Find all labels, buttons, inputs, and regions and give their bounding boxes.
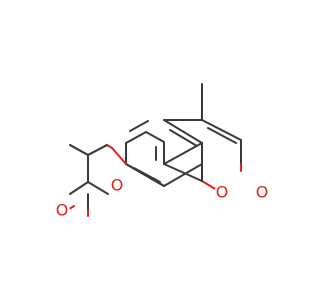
bond <box>201 119 242 141</box>
svg-text:O: O <box>111 176 124 195</box>
bond <box>169 129 198 147</box>
bond <box>129 120 149 132</box>
ring-oxygen-label: O <box>214 183 230 202</box>
bond <box>69 181 89 195</box>
bond <box>145 131 165 143</box>
ether-oxygen-label: O <box>109 176 125 195</box>
bond <box>163 142 203 165</box>
bond <box>69 144 89 156</box>
bond <box>163 163 203 187</box>
bond <box>87 181 109 195</box>
bond <box>111 147 127 165</box>
bond <box>125 163 165 187</box>
structure-diagram: O O O O <box>54 83 270 220</box>
bond <box>163 163 203 182</box>
bond <box>87 144 108 156</box>
carbonyl-oxygen-label: O <box>254 183 270 202</box>
bond <box>207 127 237 144</box>
bond <box>163 119 203 144</box>
ketone-oxygen-label: O <box>54 201 70 220</box>
svg-text:O: O <box>56 201 69 220</box>
bond <box>125 131 147 144</box>
molecule-svg: O O O O <box>54 83 270 220</box>
svg-text:O: O <box>216 183 229 202</box>
svg-text:O: O <box>256 183 269 202</box>
